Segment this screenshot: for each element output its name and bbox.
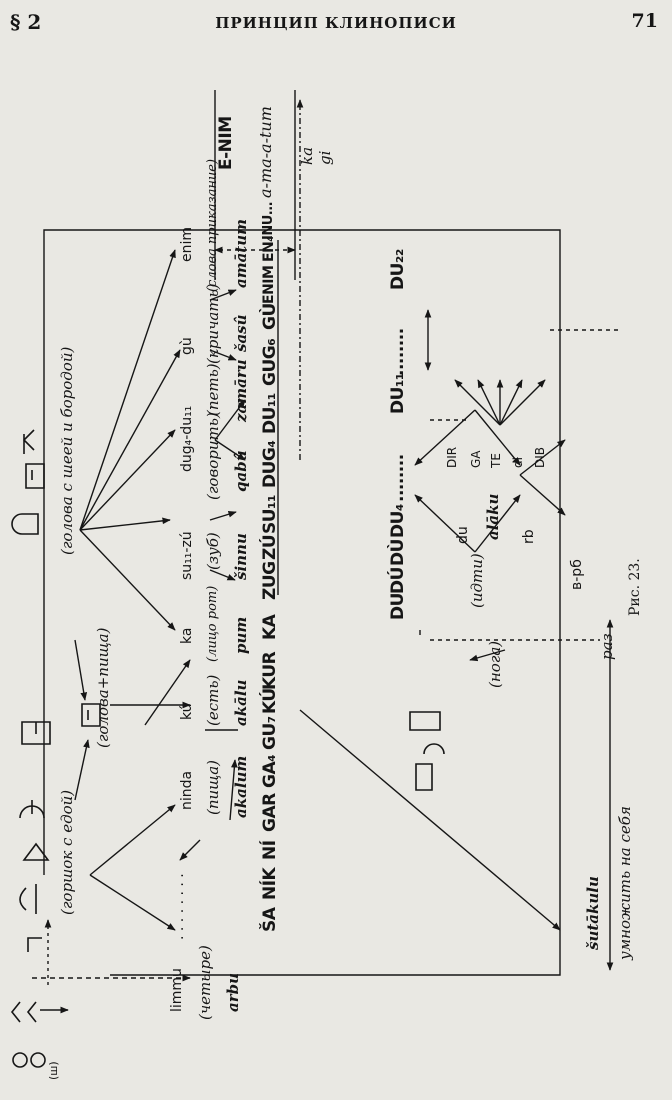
four-note: (ш) bbox=[47, 1061, 60, 1080]
rb-small: rb bbox=[521, 529, 537, 544]
foot-sign-icon bbox=[415, 743, 445, 791]
pictographs bbox=[10, 429, 445, 1068]
ku-gloss: (есть) bbox=[204, 674, 222, 726]
du-11: DU₁₁ bbox=[388, 373, 408, 414]
four-gloss: (четыре) bbox=[196, 945, 214, 1020]
head-food-gloss: (голова+пища) bbox=[94, 627, 112, 748]
head-food-icon bbox=[21, 721, 51, 745]
value-su11: SU₁₁ bbox=[260, 495, 280, 534]
value-ni: NÍ bbox=[260, 840, 280, 860]
du-4: DU₄ bbox=[388, 504, 408, 538]
section-number: § 2 bbox=[10, 10, 42, 34]
sasu-label: šasû bbox=[232, 314, 250, 352]
ku-label: kú bbox=[179, 703, 195, 720]
reading-ga: GA bbox=[469, 450, 483, 468]
value-gu7: GU₇ bbox=[260, 716, 280, 750]
value-ga4: GA₄ bbox=[260, 754, 280, 788]
zamaru-label: zamāru bbox=[232, 359, 250, 422]
rebus-ka: ka bbox=[298, 146, 316, 165]
ninda-gloss: (пища) bbox=[204, 760, 222, 815]
limmu-label: limmu bbox=[169, 968, 185, 1012]
dots: · · · · · · · · bbox=[175, 873, 191, 940]
sutakulu-label: šutākulu bbox=[584, 876, 602, 950]
du-small: du bbox=[455, 526, 471, 544]
sinnu-label: šinnu bbox=[232, 533, 250, 580]
running-title: ПРИНЦИП КЛИНОПИСИ bbox=[215, 14, 457, 32]
vrb-label: в-рб bbox=[569, 559, 585, 590]
value-nik: NÍK bbox=[260, 867, 280, 900]
du-dots-1: ........ bbox=[388, 454, 408, 502]
dug-label: dug₄-du₁₁ bbox=[179, 405, 195, 472]
outer-frame bbox=[43, 229, 561, 976]
page-number: 71 bbox=[631, 10, 658, 32]
akalum-label: akalum bbox=[232, 755, 250, 818]
rebus-sign: E-NIM bbox=[216, 116, 236, 170]
su-gloss: (зуб) bbox=[204, 532, 222, 570]
reading-te: TE bbox=[489, 453, 503, 468]
reading-dib: DIB bbox=[533, 446, 547, 468]
multiply-gloss: умножить на себя bbox=[616, 806, 634, 960]
du-22: DU₂₂ bbox=[388, 249, 408, 290]
gu-gloss: (кричать) bbox=[204, 283, 222, 364]
rebus-gi: gi bbox=[316, 150, 334, 165]
arbu-label: arbu bbox=[224, 972, 242, 1012]
value-ku: KÚ bbox=[260, 688, 280, 714]
du-1: DU bbox=[388, 593, 408, 620]
su-label: su₁₁-zú bbox=[179, 531, 195, 580]
ninda-label: ninda bbox=[179, 770, 195, 810]
value-dug4: DUG₄ bbox=[260, 440, 280, 488]
value-gug6: GUG₆ bbox=[260, 338, 280, 386]
pum-label: pum bbox=[232, 616, 250, 654]
alaku-label: alāku bbox=[484, 493, 502, 540]
reading-dir: DIR bbox=[445, 446, 459, 468]
value-gar: GAR bbox=[260, 793, 280, 832]
bowl-sketch-icon bbox=[27, 937, 42, 952]
figure-caption: Рис. 23. bbox=[627, 558, 643, 616]
value-gu: GÙ bbox=[260, 303, 280, 330]
dug-gloss: (говорить) bbox=[204, 412, 222, 500]
value-kur: KUR bbox=[260, 651, 280, 690]
four-wedges-icon bbox=[12, 1052, 28, 1068]
value-zu: ZÚ bbox=[260, 534, 280, 560]
du-dots-2: ........ bbox=[388, 328, 408, 376]
noga-gloss: (нога) bbox=[486, 640, 504, 688]
pet-gloss: (петь) bbox=[204, 363, 222, 416]
idti-gloss: (идти) bbox=[468, 553, 486, 608]
head-neck-icon bbox=[11, 513, 39, 535]
value-enim: ENIM bbox=[261, 265, 277, 304]
value-ka: KA bbox=[260, 614, 280, 640]
ka-gloss: (лицо рот) bbox=[205, 585, 220, 662]
ka-label: ka bbox=[179, 627, 195, 644]
value-du11: DU₁₁ bbox=[260, 393, 280, 434]
rebus-reading: a-ma-a-tum bbox=[256, 106, 275, 198]
du-2: DÚ bbox=[388, 567, 408, 594]
head-gloss: (голова с шеей и бородой) bbox=[58, 346, 76, 555]
gu-label: gù bbox=[179, 337, 195, 355]
enim-label: enim bbox=[179, 226, 195, 262]
enim-gloss: (слова приказание) bbox=[205, 158, 220, 292]
value-inu: INU... bbox=[261, 201, 276, 240]
pot-gloss: (горшок с едой) bbox=[58, 789, 76, 915]
reading-di: di bbox=[511, 457, 525, 468]
akalu-label: akālu bbox=[232, 679, 250, 726]
qabu-label: qabû bbox=[232, 450, 250, 492]
raz-label: раз bbox=[598, 633, 616, 660]
value-zug: ZUG bbox=[260, 561, 280, 600]
du-3: DÙ bbox=[388, 539, 408, 566]
value-sa: ŠA bbox=[260, 907, 280, 932]
amatum-label: amātum bbox=[232, 218, 250, 288]
